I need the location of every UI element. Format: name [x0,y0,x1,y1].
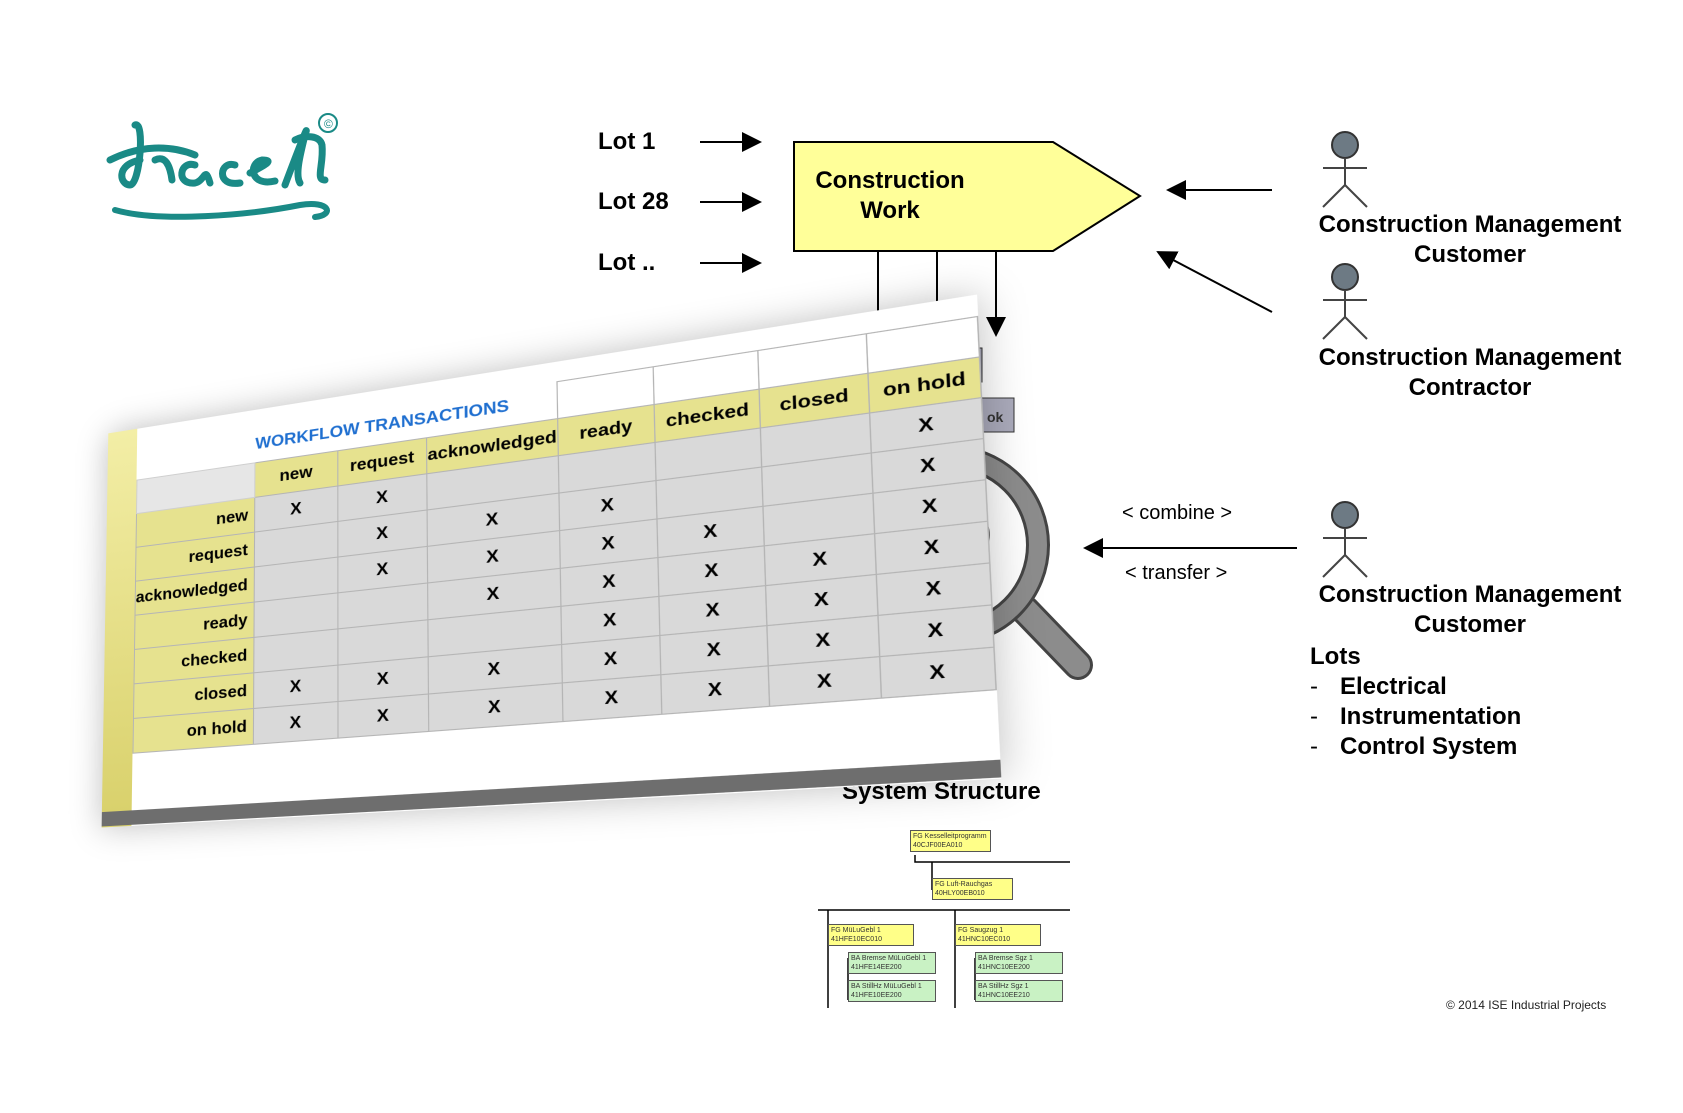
contractor-arrow [1158,252,1272,312]
workflow-sheet: WORKFLOW TRANSACTIONS new request acknow… [105,430,840,825]
lots-item-2: -Instrumentation [1310,703,1521,731]
lots-item-3: -Control System [1310,733,1517,761]
actor-icon-customer-top [1323,132,1367,207]
org-node-kesselleitprogramm: FG Kesselleitprogramm40CJF00EA010 [910,830,991,852]
role-customer-top: Construction Management Customer [1300,210,1640,270]
role-contractor: Construction Management Contractor [1300,343,1640,403]
table-cell: X [338,694,429,738]
role-customer-bottom-line1: Construction Management [1300,580,1640,610]
table-cell: X [562,675,663,722]
table-cell: X [661,666,770,714]
lots-heading: Lots [1310,643,1361,671]
copyright-text: © 2014 ISE Industrial Projects [1446,998,1606,1012]
lot-28-label: Lot 28 [598,188,669,216]
org-node-saugzug: FG Saugzug 141HNC10EC010 [955,924,1041,946]
construction-work-line2: Work [790,196,990,226]
construction-work-line1: Construction [790,166,990,196]
sheet-left-edge [102,429,138,828]
role-customer-top-line2: Customer [1300,240,1640,270]
org-node-bremse-mulugebl: BA Bremse MüLuGebl 141HFE14EE200 [848,952,936,974]
org-node-stillhz-sgz: BA StillHz Sgz 141HNC10EE210 [975,980,1063,1002]
ok-mark-2: ok [987,409,1004,425]
table-cell: X [769,657,882,707]
combine-label: < combine > [1122,502,1232,525]
lot-etc-label: Lot .. [598,249,655,277]
table-cell: X [254,702,338,745]
org-node-luft-rauchgas: FG Luft-Rauchgas40HLY00EB010 [932,878,1013,900]
role-contractor-line1: Construction Management [1300,343,1640,373]
org-node-bremse-sgz: BA Bremse Sgz 141HNC10EE200 [975,952,1063,974]
role-contractor-line2: Contractor [1300,373,1640,403]
role-customer-bottom-line2: Customer [1300,610,1640,640]
actor-icon-customer-bottom [1323,502,1367,577]
org-node-stillhz-mulugebl: BA StillHz MüLuGebl 141HFE10EE200 [848,980,936,1002]
transfer-label: < transfer > [1125,562,1227,585]
lots-item-1: -Electrical [1310,673,1447,701]
role-customer-bottom: Construction Management Customer [1300,580,1640,640]
construction-work-label: Construction Work [790,166,990,226]
actor-icon-contractor [1323,264,1367,339]
table-cell: X [880,647,996,698]
lot-1-label: Lot 1 [598,128,655,156]
role-customer-top-line1: Construction Management [1300,210,1640,240]
org-node-mulugebl: FG MüLuGebl 141HFE10EC010 [828,924,914,946]
